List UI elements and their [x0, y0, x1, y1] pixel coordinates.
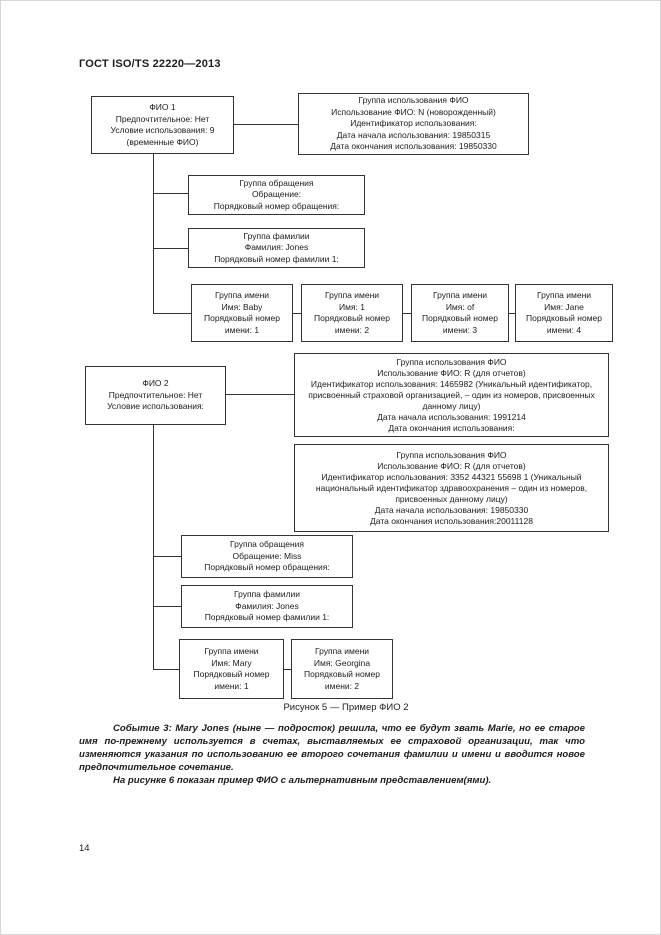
fio1-name-group-box-3: Группа имени Имя: of Порядковый номер им… — [411, 284, 509, 342]
connector-line — [153, 248, 188, 249]
connector-line — [153, 154, 154, 314]
connector-line — [234, 124, 298, 125]
connector-line — [153, 313, 191, 314]
fio2-name-group-box-2: Группа имени Имя: Georgina Порядковый но… — [291, 639, 393, 699]
paragraph-event3: Событие 3: Mary Jones (ныне — подросток)… — [79, 723, 585, 773]
fio1-usage-group-box: Группа использования ФИО Использование Ф… — [298, 93, 529, 155]
fio2-box: ФИО 2 Предпочтительное: Нет Условие испо… — [85, 366, 226, 425]
body-text: Событие 3: Mary Jones (ныне — подросток)… — [79, 722, 585, 787]
fio2-family-group-box: Группа фамилии Фамилия: Jones Порядковый… — [181, 585, 353, 628]
connector-line — [284, 669, 291, 670]
connector-line — [509, 313, 515, 314]
connector-line — [403, 313, 411, 314]
document-header: ГОСТ ISO/TS 22220—2013 — [79, 58, 221, 70]
fio1-name-group-box-1: Группа имени Имя: Baby Порядковый номер … — [191, 284, 293, 342]
figure-caption: Рисунок 5 — Пример ФИО 2 — [283, 702, 409, 713]
fio2-usage-group-box-2: Группа использования ФИО Использование Ф… — [294, 444, 609, 532]
connector-line — [153, 193, 188, 194]
connector-line — [293, 313, 301, 314]
fio1-name-group-box-2: Группа имени Имя: 1 Порядковый номер име… — [301, 284, 403, 342]
connector-line — [226, 394, 294, 395]
fio2-name-group-box-1: Группа имени Имя: Mary Порядковый номер … — [179, 639, 284, 699]
connector-line — [153, 606, 181, 607]
fio1-box: ФИО 1 Предпочтительное: Нет Условие испо… — [91, 96, 234, 154]
connector-line — [153, 669, 179, 670]
fio2-usage-group-box-1: Группа использования ФИО Использование Ф… — [294, 353, 609, 437]
page-number: 14 — [79, 843, 90, 854]
paragraph-figure6-note: На рисунке 6 показан пример ФИО с альтер… — [113, 775, 492, 786]
fio1-family-group-box: Группа фамилии Фамилия: Jones Порядковый… — [188, 228, 365, 268]
connector-line — [153, 425, 154, 669]
fio1-salutation-group-box: Группа обращения Обращение: Порядковый н… — [188, 175, 365, 215]
connector-line — [153, 556, 181, 557]
fio2-salutation-group-box: Группа обращения Обращение: Miss Порядко… — [181, 535, 353, 578]
fio1-name-group-box-4: Группа имени Имя: Jane Порядковый номер … — [515, 284, 613, 342]
